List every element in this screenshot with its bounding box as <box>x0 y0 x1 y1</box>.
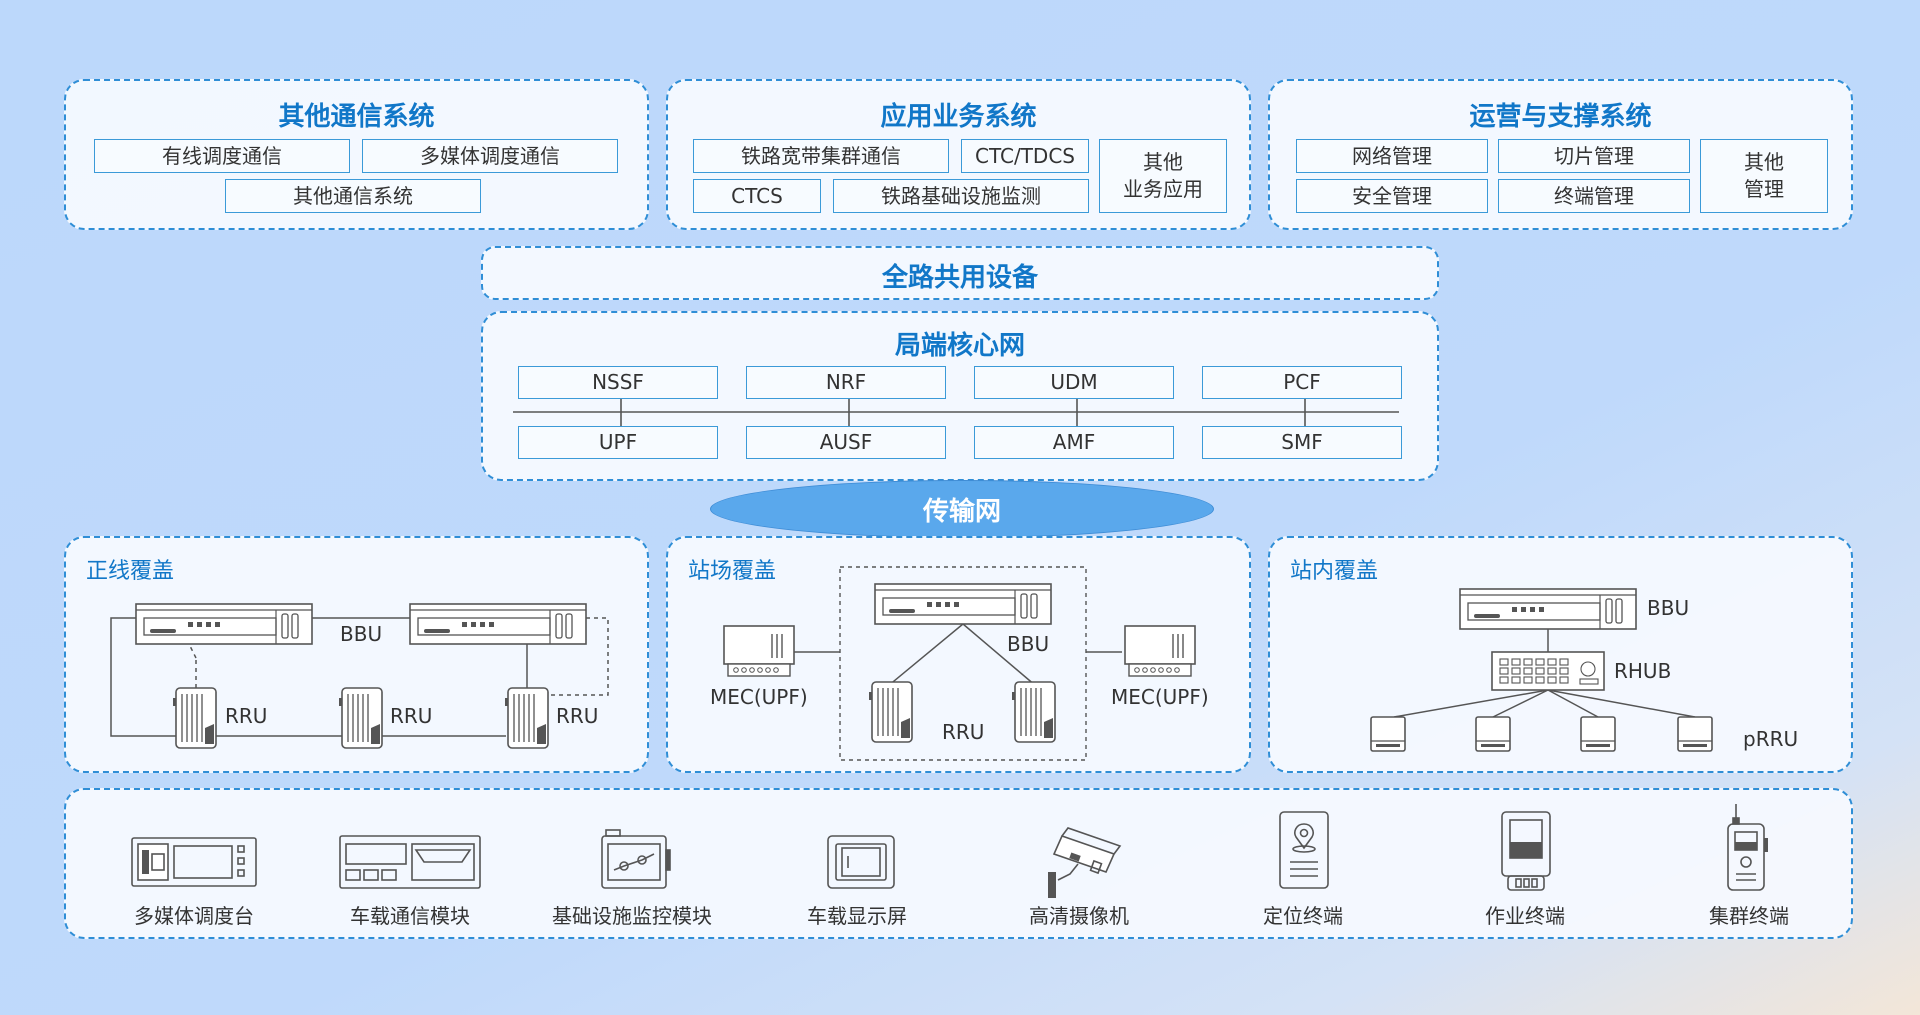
terminal-mgmt-box: 终端管理 <box>1498 179 1690 213</box>
station-yard-rru-2 <box>1011 681 1056 743</box>
vehicle-display-icon <box>827 835 895 889</box>
indoor-title: 站内覆盖 <box>1290 559 1379 584</box>
terminal-label-4: 车载显示屏 <box>807 904 907 928</box>
station-yard-bbu <box>874 583 1052 625</box>
nrf-box: NRF <box>746 366 946 399</box>
terminals-icons <box>131 804 1768 898</box>
mec-left-icon <box>723 625 795 677</box>
rhub-label: RHUB <box>1614 659 1672 683</box>
pcf-box: PCF <box>1202 366 1402 399</box>
mainline-coverage-panel: 正线覆盖 BBU RRU RRU RRU <box>64 536 649 773</box>
mainline-bbu-1 <box>135 603 313 645</box>
mainline-rru-2 <box>338 687 383 749</box>
terminal-label-1: 多媒体调度台 <box>134 904 254 928</box>
security-mgmt-box: 安全管理 <box>1296 179 1488 213</box>
core-network-panel: 局端核心网 NSSF NRF UDM PCF UPF AUSF AMF SMF <box>481 311 1439 481</box>
mec-left-label: MEC(UPF) <box>710 685 808 709</box>
station-yard-rru-label: RRU <box>942 720 985 744</box>
prru-icon-3 <box>1580 716 1616 752</box>
prru-label: pRRU <box>1743 727 1799 751</box>
prru-icon-4 <box>1677 716 1713 752</box>
terminal-label-6: 定位终端 <box>1263 904 1343 928</box>
terminals-panel: 多媒体调度台 车载通信模块 基础设施监控模块 车载显示屏 高清摄像机 定位终端 … <box>64 788 1853 939</box>
ausf-box: AUSF <box>746 426 946 459</box>
station-yard-bbu-label: BBU <box>1007 632 1050 656</box>
wired-dispatch-box: 有线调度通信 <box>94 139 350 173</box>
terminal-label-8: 集群终端 <box>1709 904 1789 928</box>
shared-equipment-panel: 全路共用设备 <box>481 246 1439 300</box>
other-business-line2: 业务应用 <box>1123 177 1203 201</box>
multimedia-dispatch-box: 多媒体调度通信 <box>362 139 618 173</box>
other-comm-panel: 其他通信系统 有线调度通信 多媒体调度通信 其他通信系统 <box>64 79 649 230</box>
indoor-diagram <box>1370 588 1713 752</box>
terminal-label-7: 作业终端 <box>1485 904 1565 928</box>
other-mgmt-line2: 管理 <box>1744 177 1784 201</box>
udm-box: UDM <box>974 366 1174 399</box>
trunking-terminal-icon <box>1727 804 1768 891</box>
railway-broadband-box: 铁路宽带集群通信 <box>693 139 949 173</box>
mainline-diagram <box>110 603 609 749</box>
mec-right-icon <box>1124 625 1196 677</box>
smf-box: SMF <box>1202 426 1402 459</box>
mainline-rru-label-3: RRU <box>556 704 599 728</box>
ctc-tdcs-box: CTC/TDCS <box>961 139 1089 173</box>
other-comm-system-box: 其他通信系统 <box>225 179 481 213</box>
infrastructure-monitor-icon <box>601 829 671 889</box>
station-yard-diagram <box>723 566 1196 761</box>
vehicle-comm-module-icon <box>339 835 481 889</box>
railway-infra-monitor-box: 铁路基础设施监测 <box>833 179 1089 213</box>
mainline-rru-label-2: RRU <box>390 704 433 728</box>
dispatch-console-icon <box>131 837 257 887</box>
positioning-terminal-icon <box>1279 811 1329 889</box>
other-comm-title: 其他通信系统 <box>278 102 435 132</box>
prru-icon-1 <box>1370 716 1406 752</box>
prru-icon-2 <box>1475 716 1511 752</box>
mainline-bbu-2 <box>409 603 587 645</box>
nssf-box: NSSF <box>518 366 718 399</box>
network-mgmt-box: 网络管理 <box>1296 139 1488 173</box>
core-network-bus <box>513 399 1399 426</box>
work-terminal-icon <box>1501 811 1551 891</box>
operations-title: 运营与支撑系统 <box>1469 102 1652 132</box>
mainline-rru-label-1: RRU <box>225 704 268 728</box>
mainline-bbu-label: BBU <box>340 622 383 646</box>
indoor-coverage-panel: 站内覆盖 BBU RHUB pRRU <box>1268 536 1853 773</box>
indoor-bbu <box>1459 588 1637 630</box>
upf-box: UPF <box>518 426 718 459</box>
terminal-label-3: 基础设施监控模块 <box>552 904 712 928</box>
terminal-label-2: 车载通信模块 <box>350 904 470 928</box>
app-business-panel: 应用业务系统 铁路宽带集群通信 CTC/TDCS CTCS 铁路基础设施监测 其… <box>666 79 1251 230</box>
terminal-label-5: 高清摄像机 <box>1029 904 1129 928</box>
shared-equipment-title: 全路共用设备 <box>881 263 1038 293</box>
station-yard-coverage-panel: 站场覆盖 BBU RRU MEC(UPF) MEC(UPF) <box>666 536 1251 773</box>
mainline-title: 正线覆盖 <box>86 559 175 584</box>
indoor-bbu-label: BBU <box>1647 596 1690 620</box>
amf-box: AMF <box>974 426 1174 459</box>
mainline-rru-3 <box>504 687 549 749</box>
core-network-title: 局端核心网 <box>894 331 1025 361</box>
slice-mgmt-box: 切片管理 <box>1498 139 1690 173</box>
mainline-rru-1 <box>172 687 217 749</box>
other-business-line1: 其他 <box>1143 150 1183 174</box>
app-business-title: 应用业务系统 <box>880 102 1037 132</box>
other-business-app-box: 其他 业务应用 <box>1099 139 1227 213</box>
rhub-icon <box>1491 651 1605 691</box>
mec-right-label: MEC(UPF) <box>1111 685 1209 709</box>
hd-camera-icon <box>1048 827 1122 898</box>
operations-panel: 运营与支撑系统 网络管理 切片管理 安全管理 终端管理 其他 管理 <box>1268 79 1853 230</box>
other-mgmt-box: 其他 管理 <box>1700 139 1828 213</box>
station-yard-rru-1 <box>868 681 913 743</box>
ctcs-box: CTCS <box>693 179 821 213</box>
transport-network: 传输网 <box>710 480 1214 538</box>
other-mgmt-line1: 其他 <box>1744 150 1784 174</box>
station-yard-title: 站场覆盖 <box>688 559 777 584</box>
